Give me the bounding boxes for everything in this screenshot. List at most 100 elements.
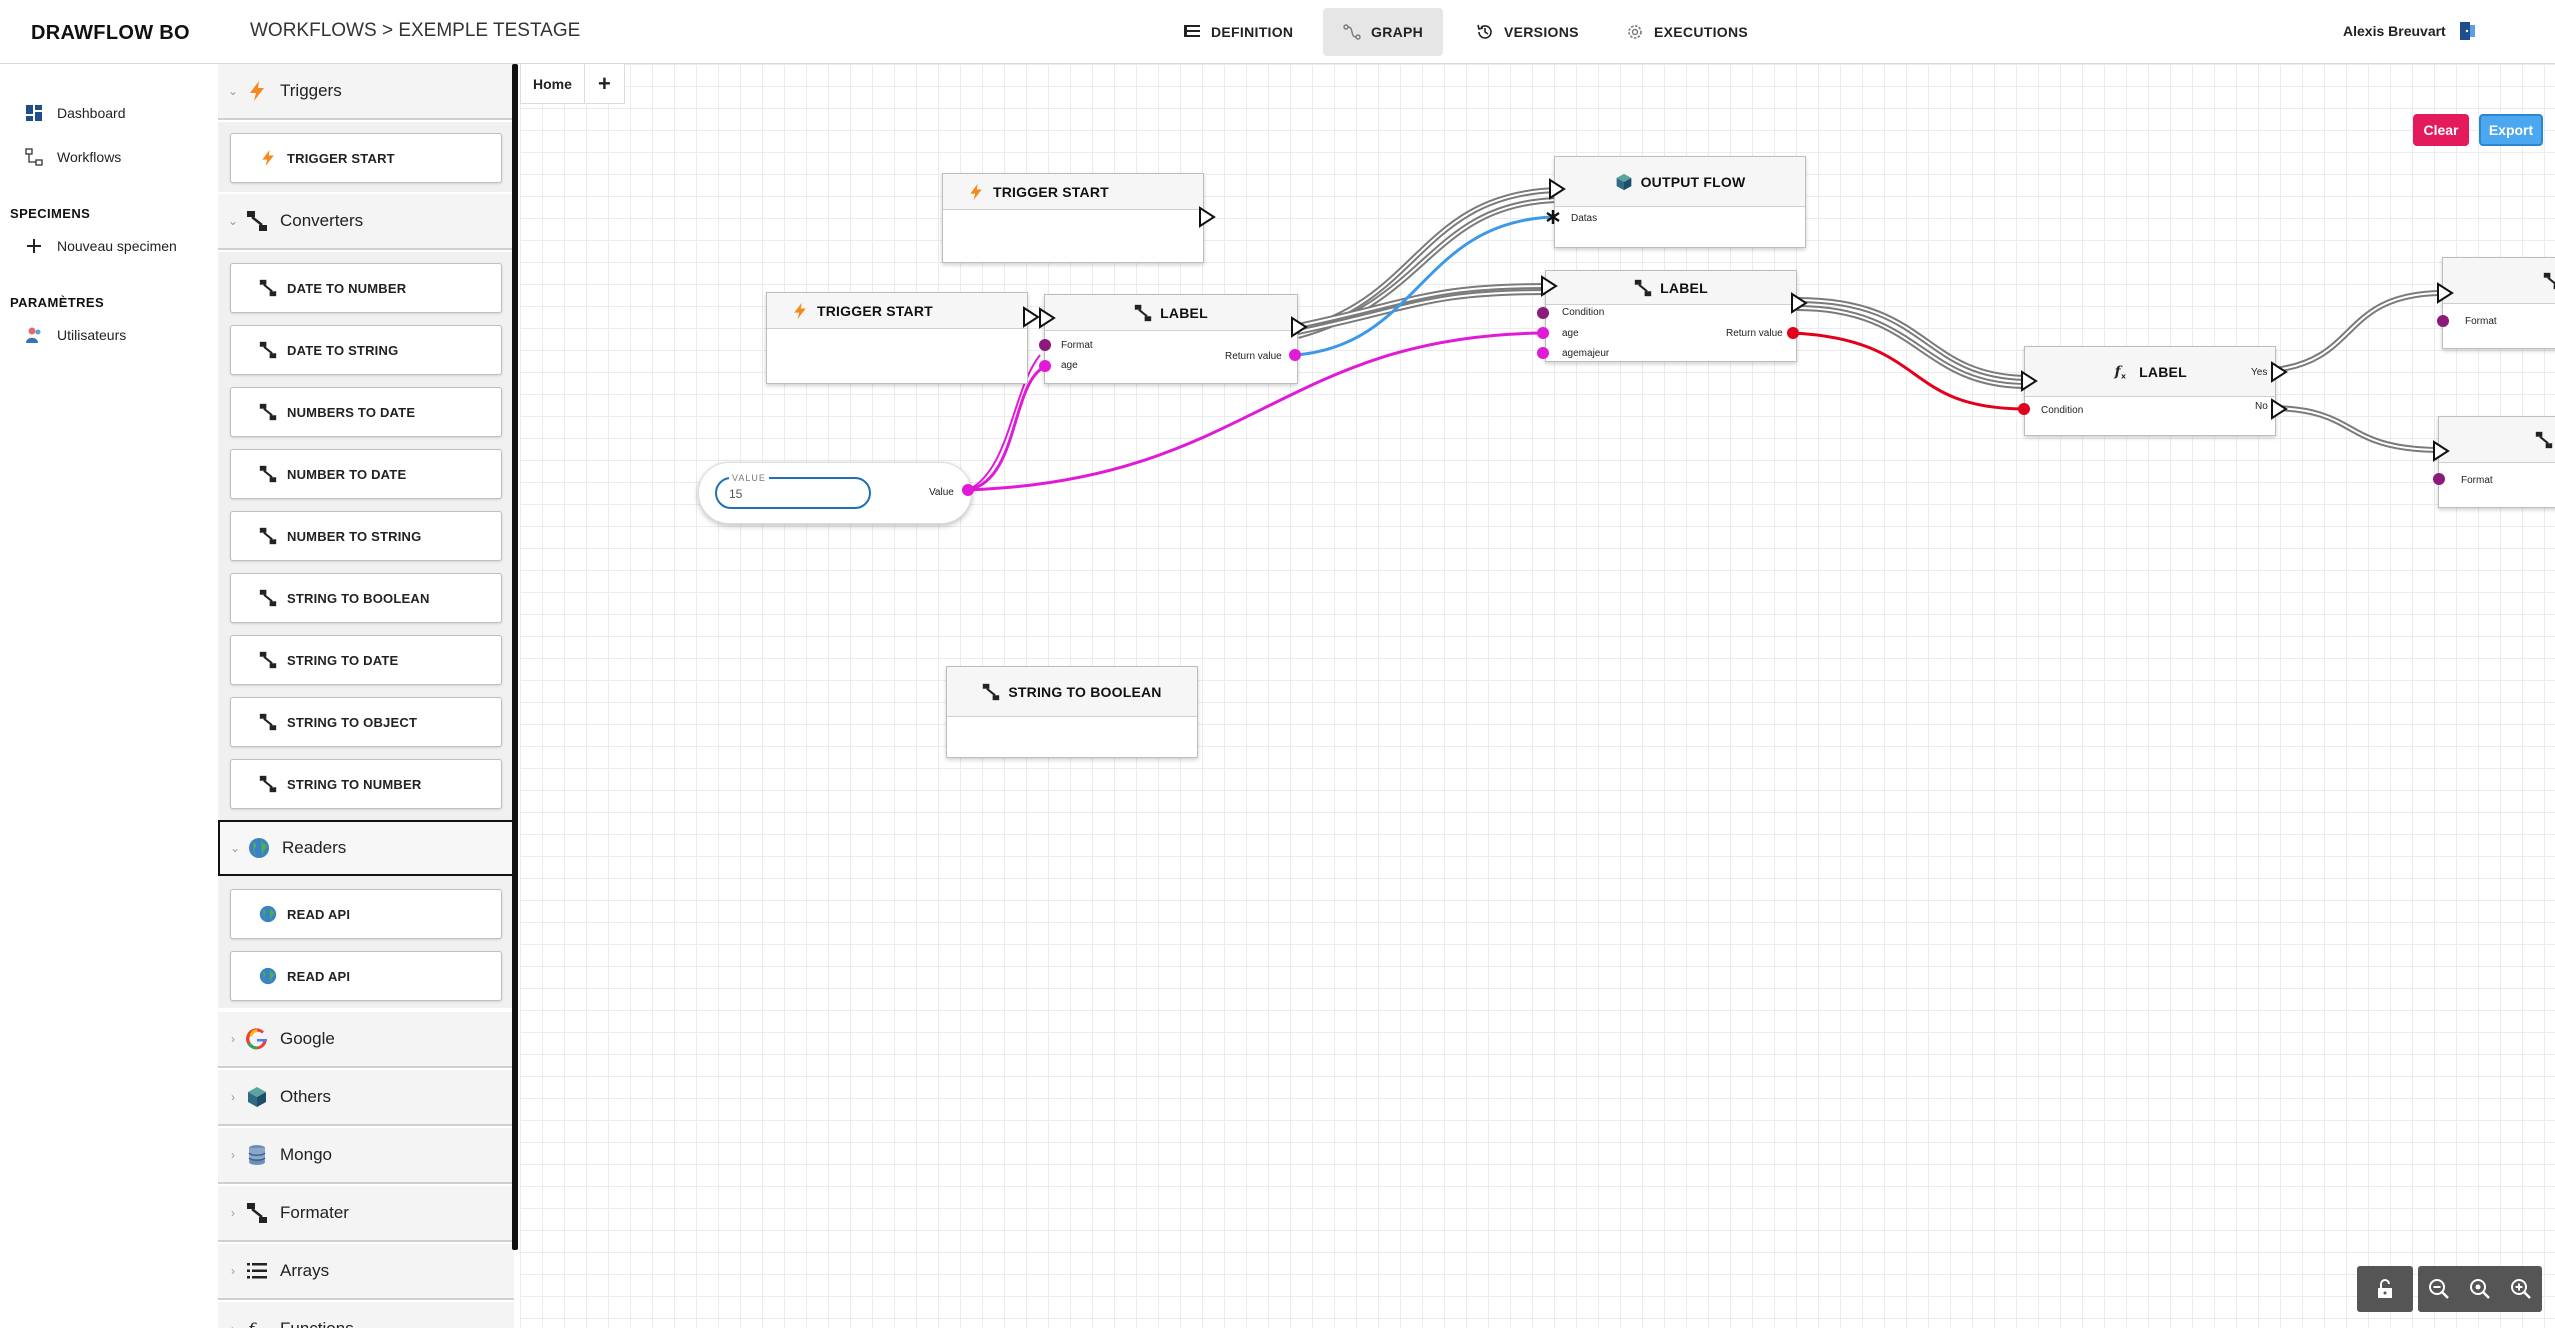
palette-group-google[interactable]: › Google <box>218 1012 514 1068</box>
database-icon <box>244 1142 270 1168</box>
nav-item-workflows[interactable]: Workflows <box>25 148 121 166</box>
chevron-down-icon: ⌄ <box>227 84 239 98</box>
node-header[interactable]: LABEL <box>1546 271 1796 305</box>
palette-group-label: Formater <box>280 1203 349 1222</box>
palette-group-label: Arrays <box>280 1261 330 1280</box>
palette-item-date-to-number[interactable]: DATE TO NUMBER <box>230 263 502 313</box>
node-trigger-start[interactable]: TRIGGER START <box>766 292 1028 384</box>
tab-graph[interactable]: GRAPH <box>1323 8 1444 56</box>
palette-item-number-to-string[interactable]: NUMBER TO STRING <box>230 511 502 561</box>
palette-group-functions[interactable]: › f Functions <box>218 1302 514 1328</box>
node-header[interactable]: LABEL <box>1045 295 1297 331</box>
nav-section-params: PARAMÈTRES <box>10 295 105 310</box>
port-label-no: No <box>2255 401 2268 412</box>
workflow-icon <box>25 148 43 166</box>
node-label[interactable]: LABEL Condition age agemajeur Return val… <box>1545 270 1797 362</box>
port-label-agemajeur: agemajeur <box>1562 348 1610 359</box>
palette-item-label: NUMBERS TO DATE <box>287 404 416 420</box>
node-value[interactable]: 15 VALUE Value <box>698 462 972 524</box>
palette-group-formater[interactable]: › Formater <box>218 1186 514 1242</box>
zoom-in-icon[interactable] <box>2509 1277 2533 1301</box>
palette-group-triggers[interactable]: ⌄ Triggers <box>218 64 514 120</box>
node-converter[interactable]: Format <box>2438 416 2555 508</box>
logout-icon[interactable] <box>2458 20 2478 42</box>
lightning-icon <box>970 183 982 200</box>
palette-scrollbar[interactable] <box>512 64 518 1250</box>
palette-item-trigger-start[interactable]: TRIGGER START <box>230 133 502 183</box>
palette-item-read-api[interactable]: READ API <box>230 889 502 939</box>
palette-item-date-to-string[interactable]: DATE TO STRING <box>230 325 502 375</box>
node-label[interactable]: LABEL Format age Return value <box>1044 294 1298 384</box>
palette-group-label: Others <box>280 1087 332 1106</box>
palette-item-string-to-boolean[interactable]: STRING TO BOOLEAN <box>230 573 502 623</box>
node-trigger-start[interactable]: TRIGGER START <box>942 173 1204 263</box>
tab-graph-label: GRAPH <box>1371 24 1424 40</box>
palette-item-label: STRING TO BOOLEAN <box>287 590 430 606</box>
palette-group-label: Converters <box>280 211 364 230</box>
chevron-right-icon: › <box>222 1322 244 1328</box>
palette-group-readers[interactable]: ⌄ Readers <box>218 820 514 876</box>
lock-toggle[interactable] <box>2357 1266 2413 1312</box>
nav-label-users: Utilisateurs <box>57 327 127 343</box>
palette-item-label: STRING TO OBJECT <box>287 714 418 730</box>
value-caption: VALUE <box>729 473 769 483</box>
add-tab-button[interactable]: + <box>585 64 625 104</box>
tab-versions-label: VERSIONS <box>1504 24 1579 40</box>
palette-group-converters[interactable]: ⌄ Converters <box>218 194 514 250</box>
chevron-down-icon: ⌄ <box>229 841 241 855</box>
clear-button[interactable]: Clear <box>2413 114 2469 146</box>
converter-icon <box>259 775 277 793</box>
svg-text:f: f <box>246 1320 257 1328</box>
tab-versions[interactable]: VERSIONS <box>1456 8 1599 56</box>
node-converter[interactable]: Format <box>2442 257 2555 349</box>
user-menu[interactable]: Alexis Breuvart <box>2343 20 2478 42</box>
value-input[interactable]: 15 <box>715 477 871 509</box>
palette-item-label: STRING TO NUMBER <box>287 776 422 792</box>
gear-icon <box>1628 25 1642 39</box>
node-header[interactable]: OUTPUT FLOW <box>1555 157 1805 207</box>
node-header[interactable] <box>2443 258 2555 304</box>
node-header[interactable]: TRIGGER START <box>767 293 1027 329</box>
palette-item-string-to-object[interactable]: STRING TO OBJECT <box>230 697 502 747</box>
canvas-tab-home[interactable]: Home <box>520 64 585 104</box>
palette-item-label: DATE TO NUMBER <box>287 280 407 296</box>
user-name: Alexis Breuvart <box>2343 23 2446 39</box>
node-header[interactable] <box>2439 417 2555 463</box>
lightning-icon <box>262 149 274 167</box>
zoom-reset-icon[interactable] <box>2468 1277 2492 1301</box>
palette-group-mongo[interactable]: › Mongo <box>218 1128 514 1184</box>
converter-icon <box>259 465 277 483</box>
tab-definition[interactable]: DEFINITION <box>1163 8 1313 56</box>
node-string-to-boolean[interactable]: STRING TO BOOLEAN <box>946 666 1198 758</box>
node-header[interactable]: STRING TO BOOLEAN <box>947 667 1197 717</box>
top-bar: DRAWFLOW BO WORKFLOWS > EXEMPLE TESTAGE … <box>0 0 2555 64</box>
tab-executions[interactable]: EXECUTIONS <box>1606 8 1768 56</box>
nav-item-dashboard[interactable]: Dashboard <box>25 104 126 122</box>
converter-icon <box>259 403 277 421</box>
palette-group-arrays[interactable]: › Arrays <box>218 1244 514 1300</box>
node-header[interactable]: TRIGGER START <box>943 174 1203 210</box>
nav-item-new-specimen[interactable]: Nouveau specimen <box>25 237 177 255</box>
export-button[interactable]: Export <box>2479 114 2543 146</box>
palette-item-numbers-to-date[interactable]: NUMBERS TO DATE <box>230 387 502 437</box>
palette-item-string-to-number[interactable]: STRING TO NUMBER <box>230 759 502 809</box>
tab-executions-label: EXECUTIONS <box>1654 24 1749 40</box>
palette-item-string-to-date[interactable]: STRING TO DATE <box>230 635 502 685</box>
palette-item-read-api[interactable]: READ API <box>230 951 502 1001</box>
node-output-flow[interactable]: OUTPUT FLOW Datas <box>1554 156 1806 248</box>
nav-item-users[interactable]: Utilisateurs <box>25 326 126 344</box>
palette-item-label: READ API <box>287 906 351 922</box>
brand-logo[interactable]: DRAWFLOW BO <box>31 22 190 44</box>
zoom-out-icon[interactable] <box>2427 1277 2451 1301</box>
workflow-canvas[interactable] <box>520 64 2555 1328</box>
palette-group-others[interactable]: › Others <box>218 1070 514 1126</box>
palette-item-label: TRIGGER START <box>287 150 395 166</box>
port-label-format: Format <box>2461 475 2493 486</box>
palette-group-label: Readers <box>282 838 347 857</box>
palette-item-number-to-date[interactable]: NUMBER TO DATE <box>230 449 502 499</box>
port-label-return-value: Return value <box>1726 328 1783 339</box>
nav-section-specimens: SPECIMENS <box>10 206 91 221</box>
converter-icon <box>259 589 277 607</box>
